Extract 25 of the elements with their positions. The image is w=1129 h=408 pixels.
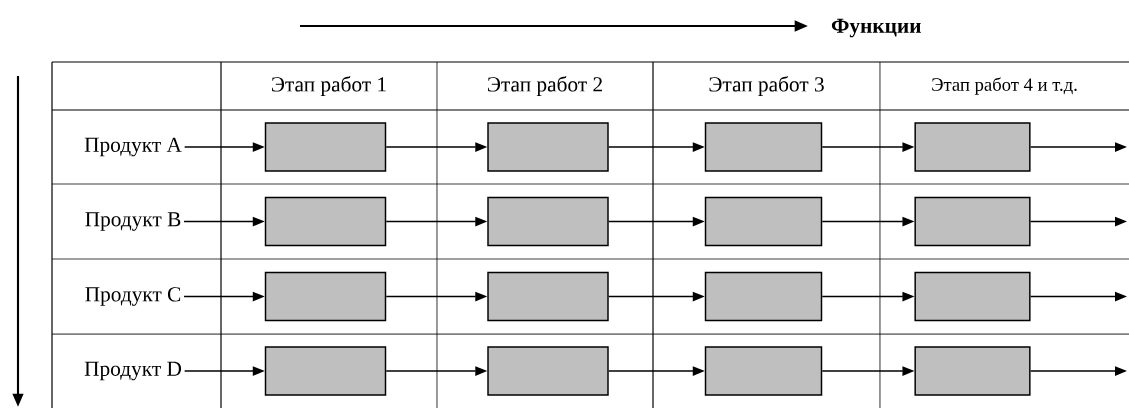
column-header: Этап работ 4 и т.д. — [932, 77, 1077, 95]
process-box — [704, 122, 823, 172]
row-label: Продукт A — [84, 137, 182, 157]
process-box — [264, 196, 387, 247]
process-box — [704, 196, 823, 247]
column-header: Этап работ 2 — [488, 76, 602, 96]
process-box — [704, 346, 823, 396]
column-header: Этап работ 3 — [709, 76, 824, 96]
row-label: Продукт C — [85, 287, 181, 306]
process-box — [264, 122, 387, 172]
heading: Функции — [831, 18, 921, 38]
process-box — [487, 346, 609, 396]
process-box — [914, 196, 1031, 247]
process-box — [487, 122, 609, 172]
row-label: Продукт B — [85, 212, 181, 231]
process-box — [487, 196, 609, 247]
process-box — [487, 271, 609, 322]
row-label: Продукт D — [84, 361, 182, 381]
process-box — [264, 271, 387, 322]
process-box — [914, 122, 1031, 172]
column-header: Этап работ 1 — [272, 76, 386, 96]
process-box — [264, 346, 387, 396]
process-box — [914, 346, 1031, 396]
process-box — [704, 271, 823, 322]
process-box — [914, 271, 1031, 322]
